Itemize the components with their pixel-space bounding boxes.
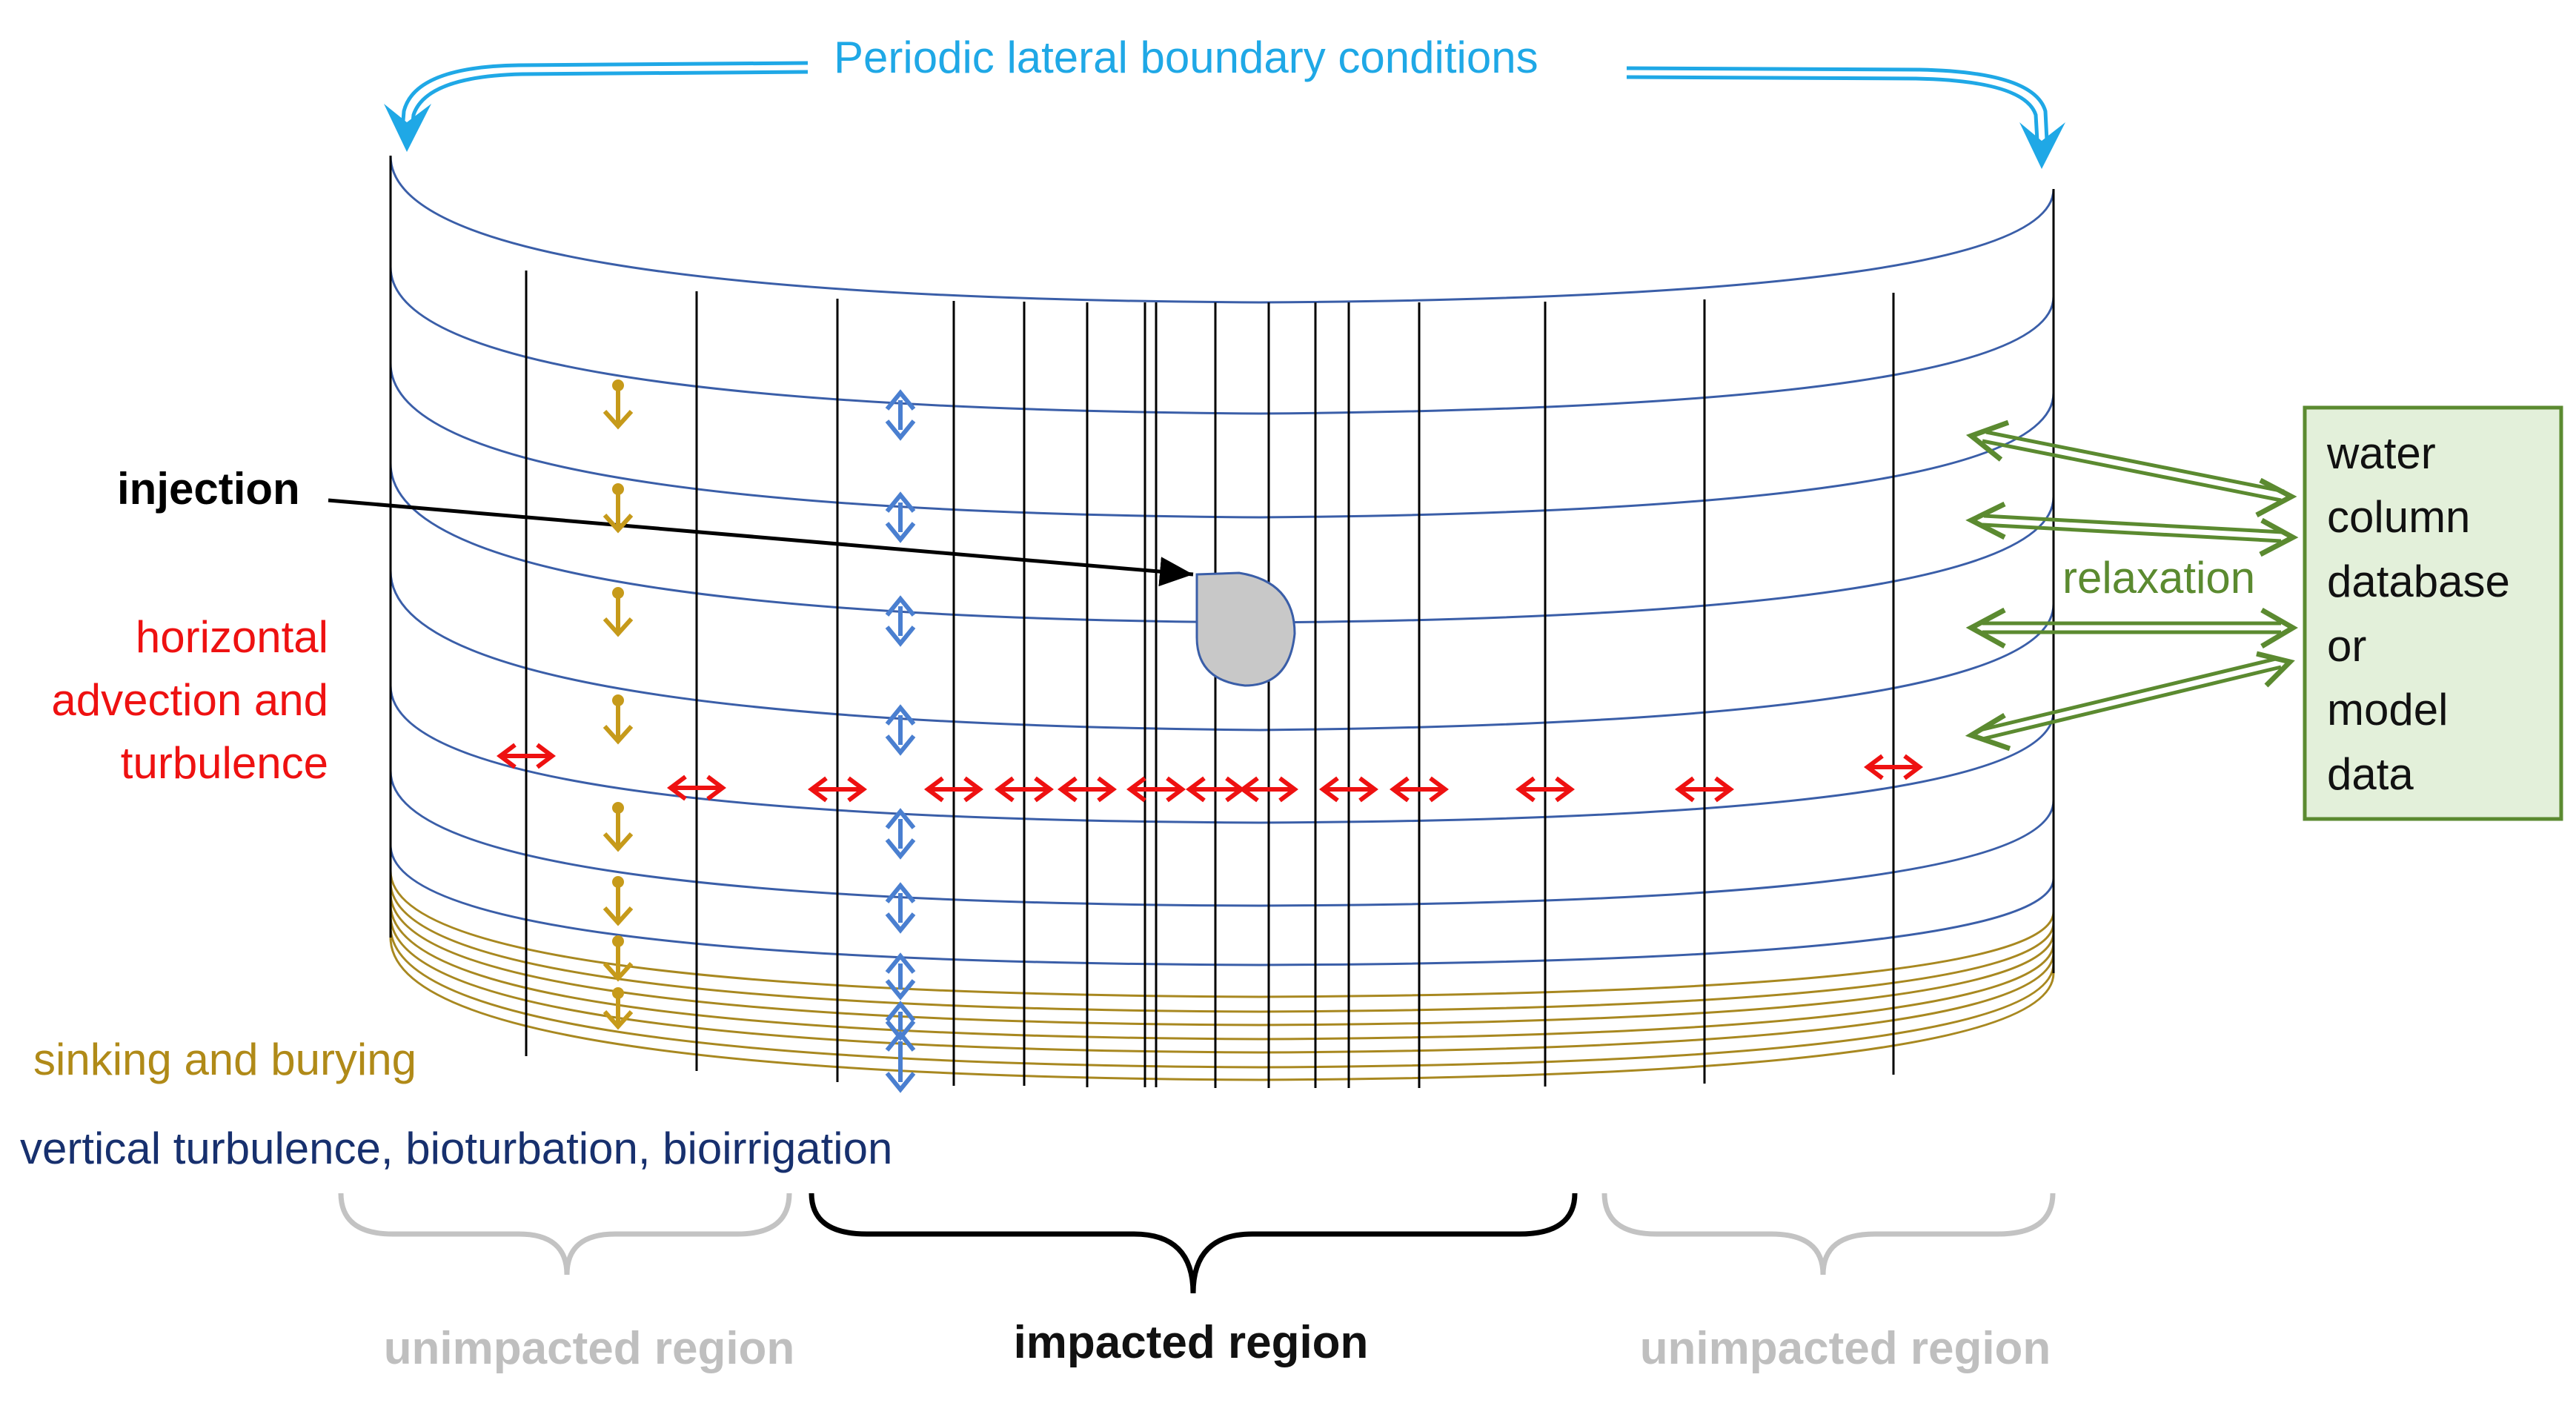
sinking-arrows bbox=[602, 379, 634, 1030]
data-source-box bbox=[2303, 405, 2563, 821]
unimpacted-left-label: unimpacted region bbox=[384, 1323, 795, 1374]
data-source-line-3: database bbox=[2327, 557, 2510, 606]
injection-arrow bbox=[328, 498, 1194, 587]
double-horizontal-arrow-icon bbox=[1864, 754, 1923, 780]
sinking-arrow-icon bbox=[602, 694, 634, 745]
relaxation-arrowheads bbox=[1965, 419, 2299, 752]
periodic-arrowhead-left-icon bbox=[384, 104, 431, 152]
sediment-layers bbox=[389, 870, 2055, 1081]
sinking-arrow-icon bbox=[602, 935, 634, 982]
double-vertical-arrow-icon bbox=[885, 595, 916, 647]
double-horizontal-arrow-icon bbox=[1126, 776, 1186, 803]
sinking-arrow-icon bbox=[602, 379, 634, 430]
horizontal-advection-arrows bbox=[497, 743, 1923, 803]
double-vertical-arrow-icon bbox=[885, 882, 916, 934]
relaxation-label: relaxation bbox=[2062, 553, 2255, 603]
double-vertical-arrow-icon bbox=[885, 1030, 916, 1093]
data-source-line-2: column bbox=[2327, 492, 2470, 542]
injection-blob bbox=[1195, 571, 1296, 687]
double-horizontal-arrow-icon bbox=[667, 775, 726, 801]
water-layers bbox=[389, 155, 2055, 966]
data-source-line-6: data bbox=[2327, 749, 2414, 799]
double-horizontal-arrow-icon bbox=[808, 776, 867, 803]
double-horizontal-arrow-icon bbox=[1390, 776, 1449, 803]
periodic-boundary-label: Periodic lateral boundary conditions bbox=[834, 33, 1538, 82]
double-vertical-arrow-icon bbox=[885, 389, 916, 441]
sinking-arrow-icon bbox=[602, 802, 634, 852]
double-vertical-arrow-icon bbox=[885, 808, 916, 860]
periodic-arrowhead-right-icon bbox=[2019, 122, 2065, 169]
unimpacted-right-label: unimpacted region bbox=[1640, 1323, 2051, 1374]
periodic-boundary-arrow bbox=[400, 61, 2049, 142]
impacted-brace bbox=[809, 1193, 1578, 1294]
data-source-line-5: model bbox=[2327, 685, 2448, 734]
double-horizontal-arrow-icon bbox=[924, 776, 983, 803]
double-horizontal-arrow-icon bbox=[1239, 776, 1298, 803]
double-vertical-arrow-icon bbox=[885, 491, 916, 543]
grid-lines bbox=[389, 156, 2055, 1088]
double-horizontal-arrow-icon bbox=[497, 743, 556, 769]
double-vertical-arrow-icon bbox=[885, 704, 916, 756]
double-horizontal-arrow-icon bbox=[1516, 776, 1575, 803]
sinking-arrow-icon bbox=[602, 876, 634, 926]
double-horizontal-arrow-icon bbox=[1319, 776, 1378, 803]
data-source-line-1: water bbox=[2326, 428, 2436, 478]
double-vertical-arrow-icon bbox=[885, 952, 916, 1001]
sinking-arrow-icon bbox=[602, 587, 634, 637]
relaxation-arrows bbox=[1979, 430, 2285, 741]
double-vertical-arrow-icon bbox=[885, 1001, 916, 1041]
horizontal-label-line-2: advection and bbox=[51, 675, 328, 725]
sinking-arrow-icon bbox=[602, 987, 634, 1030]
horizontal-label-line-1: horizontal bbox=[136, 612, 328, 662]
horizontal-label-line-3: turbulence bbox=[121, 738, 328, 788]
double-horizontal-arrow-icon bbox=[1675, 776, 1734, 803]
impacted-label: impacted region bbox=[1014, 1317, 1369, 1368]
unimpacted-right-brace bbox=[1601, 1193, 2056, 1276]
sinking-label: sinking and burying bbox=[33, 1035, 416, 1084]
data-source-line-4: or bbox=[2327, 621, 2366, 671]
vertical-turbulence-arrows bbox=[885, 389, 916, 1093]
double-horizontal-arrow-icon bbox=[995, 776, 1054, 803]
unimpacted-left-brace bbox=[338, 1193, 792, 1276]
double-horizontal-arrow-icon bbox=[1058, 776, 1117, 803]
sinking-arrow-icon bbox=[602, 483, 634, 534]
vertical-turbulence-label: vertical turbulence, bioturbation, bioir… bbox=[20, 1124, 892, 1173]
injection-label: injection bbox=[117, 464, 300, 514]
